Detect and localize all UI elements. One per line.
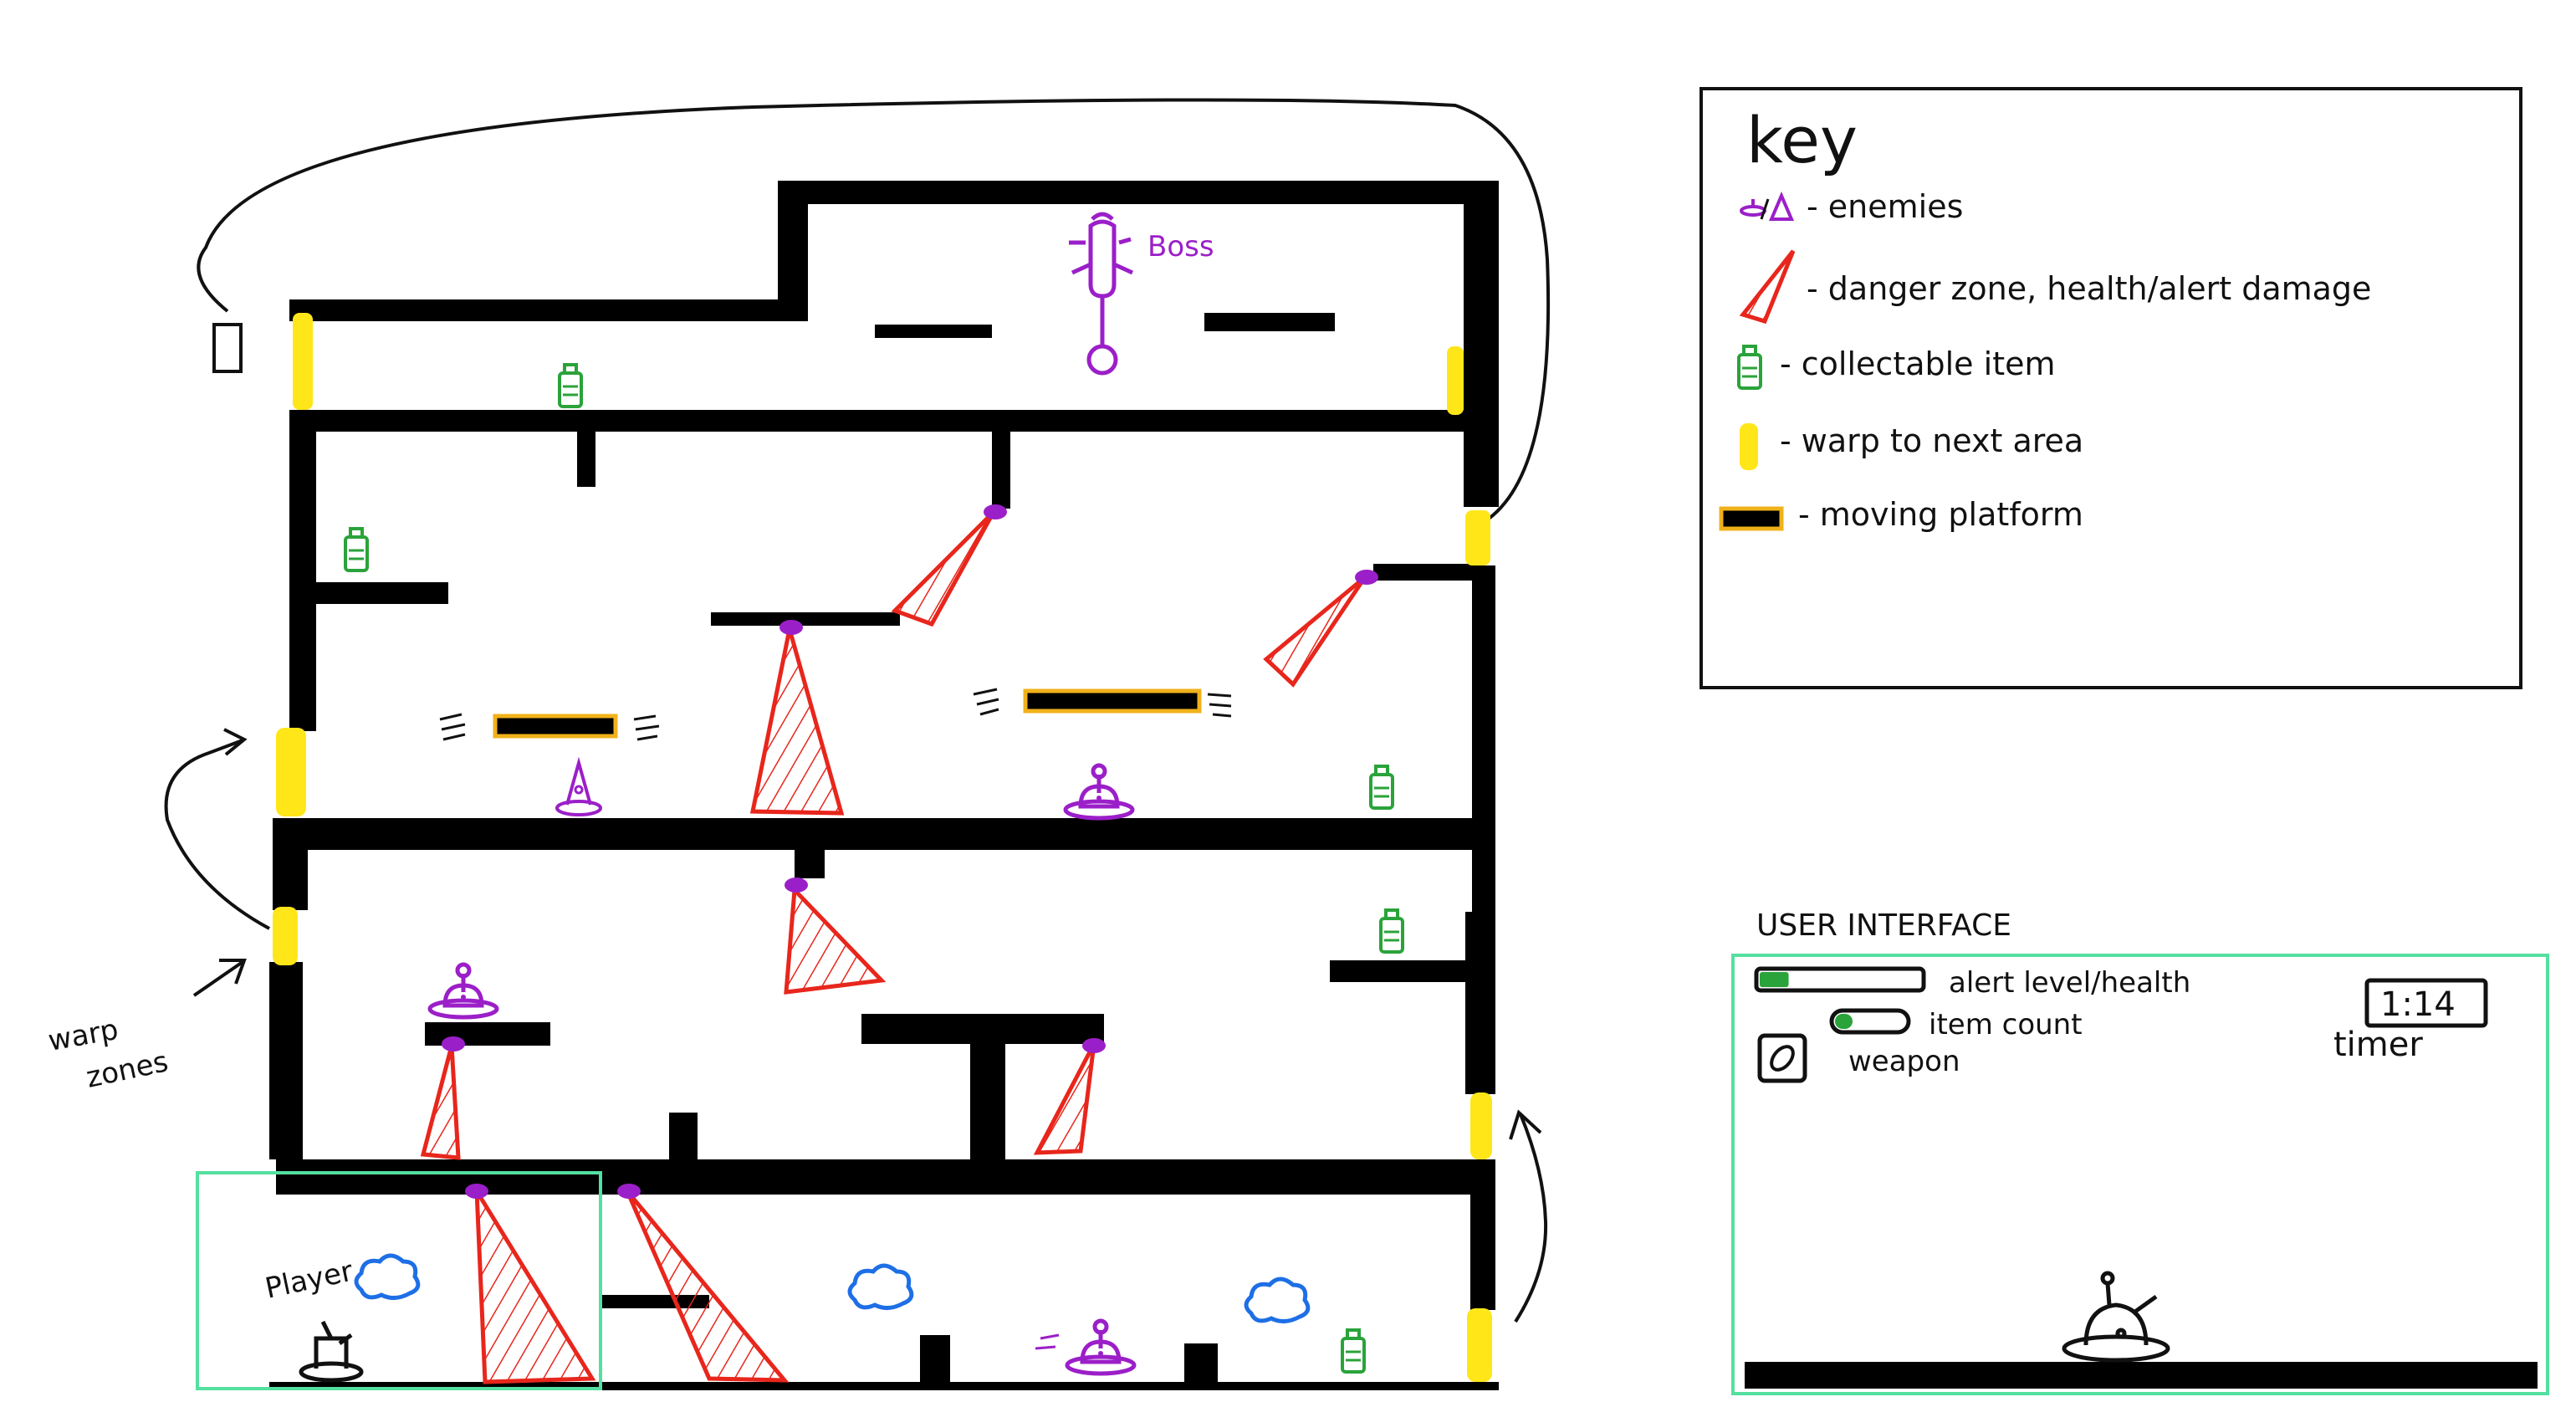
collectable-item bbox=[344, 527, 369, 572]
item-count-fill bbox=[1835, 1014, 1853, 1029]
enemy-saucer bbox=[1067, 1321, 1134, 1374]
boss-label: Boss bbox=[1147, 230, 1214, 264]
level-map: Boss Player warp zones bbox=[46, 98, 1551, 1390]
ui-mockup: USER INTERFACE alert level/health item c… bbox=[1731, 908, 2549, 1395]
enemy-icon bbox=[1740, 191, 1795, 221]
ui-title: USER INTERFACE bbox=[1756, 908, 2011, 943]
moving-platforms bbox=[439, 688, 1232, 741]
collectable-item bbox=[558, 363, 583, 408]
key-danger-label: - danger zone, health/alert damage bbox=[1807, 270, 2371, 307]
key-enemies-label: - enemies bbox=[1807, 188, 1963, 225]
key-warp-label: - warp to next area bbox=[1780, 422, 2083, 459]
ui-ground bbox=[1745, 1362, 2538, 1389]
timer-value: 1:14 bbox=[2380, 985, 2456, 1024]
warp-zones-label-line1: warp bbox=[46, 1013, 121, 1058]
weapon-label: weapon bbox=[1848, 1045, 1960, 1078]
weapon-icon bbox=[1757, 1033, 1807, 1083]
key-panel: key - enemies - danger zone, health/aler… bbox=[1699, 87, 2522, 689]
timer-box bbox=[2364, 978, 2488, 1028]
warp-arrow-bottom bbox=[1514, 1113, 1548, 1323]
timer-label: timer bbox=[2333, 1026, 2423, 1064]
enemies bbox=[430, 756, 1134, 1374]
key-collectable-label: - collectable item bbox=[1780, 345, 2056, 382]
danger-zones bbox=[420, 510, 1367, 1384]
warp-zones bbox=[273, 313, 1492, 1382]
collectable-item bbox=[1379, 908, 1404, 954]
collectable-item bbox=[1369, 765, 1394, 810]
key-title: key bbox=[1746, 103, 1858, 177]
moving-platform-icon bbox=[1719, 506, 1784, 531]
collectables bbox=[344, 363, 1404, 1374]
enemy-hooded bbox=[555, 756, 602, 816]
alert-label: alert level/health bbox=[1949, 966, 2190, 1000]
warp-arrow-top bbox=[197, 98, 1551, 520]
warp-arrow-mid bbox=[164, 739, 270, 930]
player-highlight bbox=[196, 1171, 602, 1390]
alert-health-fill bbox=[1760, 972, 1789, 987]
alert-health-bar bbox=[1754, 966, 1926, 993]
ui-player-character bbox=[2062, 1271, 2170, 1363]
danger-zone-icon bbox=[1739, 249, 1796, 325]
enemy-saucer bbox=[1066, 765, 1132, 818]
key-platform-label: - moving platform bbox=[1798, 496, 2083, 533]
item-count-bar bbox=[1829, 1008, 1911, 1035]
walls bbox=[269, 181, 1499, 1390]
item-count-label: item count bbox=[1929, 1008, 2083, 1041]
warp-icon bbox=[1740, 423, 1758, 470]
boss bbox=[1069, 212, 1134, 376]
warp-zones-label-line2: zones bbox=[84, 1045, 171, 1095]
enemy-saucer bbox=[430, 965, 497, 1017]
collectable-item bbox=[1341, 1328, 1366, 1374]
player-character bbox=[299, 1320, 364, 1383]
player-label: Player bbox=[263, 1255, 356, 1306]
